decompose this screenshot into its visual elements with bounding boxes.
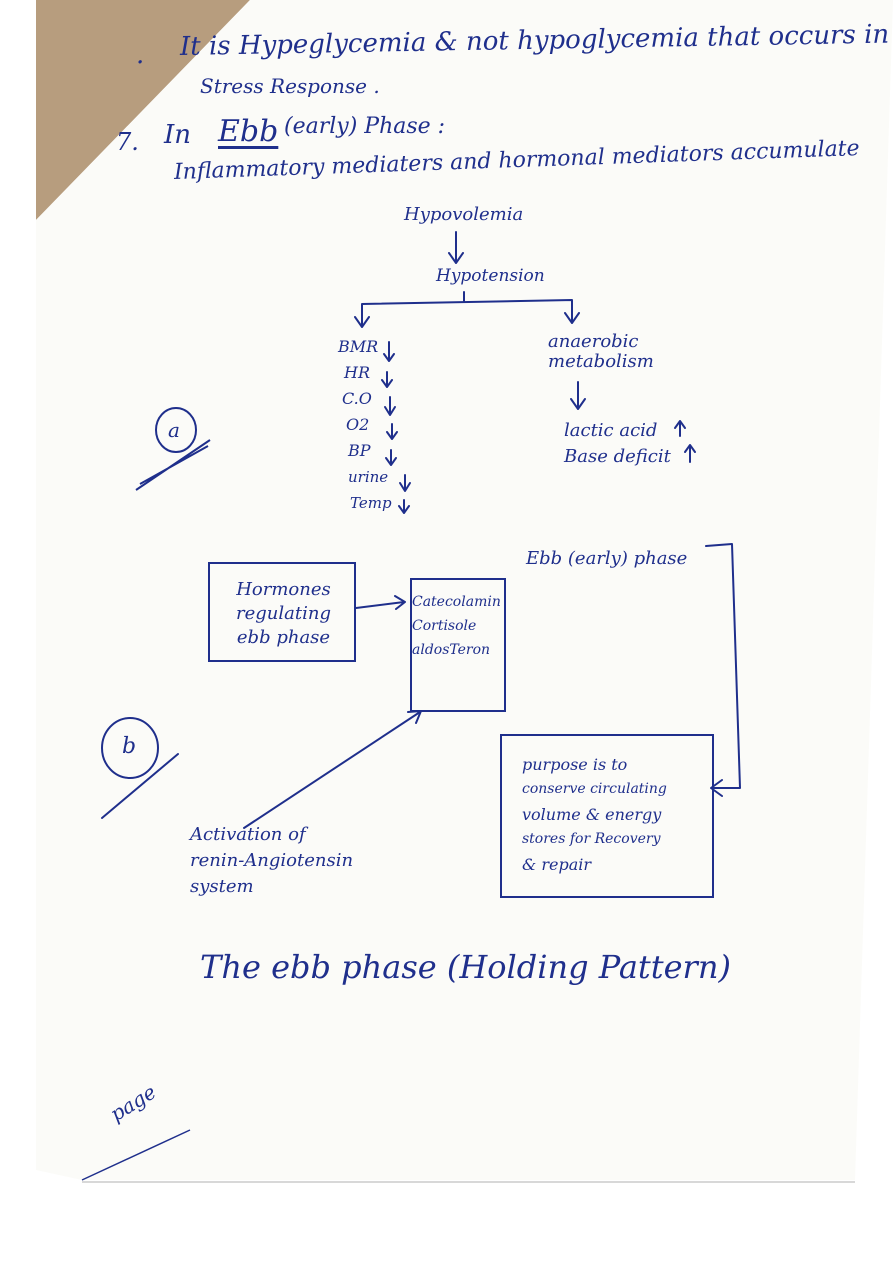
- parameter-list: BMR HR C.O O2 BP urine Temp: [338, 334, 392, 516]
- parameter-co: C.O: [342, 389, 372, 408]
- parameter-urine: urine: [348, 468, 389, 486]
- renin-line-3: system: [190, 876, 254, 897]
- hypotension-label: Hypotension: [436, 266, 545, 286]
- purpose-line-3: volume & energy: [522, 805, 662, 824]
- ebb-phase-title: The ebb phase (Holding Pattern): [200, 948, 731, 986]
- point-7-number: 7.: [116, 128, 139, 156]
- purpose-line-5: & repair: [522, 855, 591, 874]
- ebb-early-phase-label: Ebb (early) phase: [526, 548, 688, 569]
- point-7-lead: In: [164, 120, 192, 150]
- purpose-box: [500, 734, 714, 898]
- arrow-anaerobic-to-lactic: [570, 381, 586, 410]
- lactic-acid-text: lactic acid: [564, 420, 658, 441]
- decrease-arrow-urine: [399, 474, 411, 492]
- purpose-line-1: purpose is to: [522, 755, 628, 774]
- paper-sheet: [36, 0, 893, 1180]
- decrease-arrow-co: [384, 396, 396, 416]
- hormones-box-text: Hormones regulating ebb phase: [236, 578, 331, 650]
- parameter-bp: BP: [348, 441, 371, 460]
- page-note-stroke: [81, 1129, 191, 1181]
- label-b-circle: [101, 717, 159, 779]
- arrow-hormones-to-list: [355, 595, 406, 610]
- label-b-underline: [101, 753, 179, 819]
- decrease-arrow-bp: [385, 449, 397, 466]
- decrease-arrow-temp: [398, 499, 410, 514]
- anaerobic-label: anaerobic metabolism: [548, 332, 654, 372]
- parameter-o2: O2: [346, 415, 370, 434]
- label-b-text: b: [122, 734, 137, 759]
- hormones-box: [208, 562, 356, 662]
- lactic-label: lactic acid Base deficit: [564, 418, 671, 470]
- label-a-circle: [155, 407, 197, 453]
- increase-arrow-base: [684, 444, 696, 463]
- purpose-box-text: purpose is to conserve circulating volum…: [522, 752, 667, 877]
- arrow-hypovolemia-to-hypotension: [448, 231, 464, 264]
- label-a-text: a: [168, 418, 180, 442]
- hormones-line-1: Hormones: [236, 579, 331, 600]
- decrease-arrow-o2: [386, 423, 398, 440]
- purpose-line-2: conserve circulating: [522, 781, 667, 797]
- parameter-temp: Temp: [350, 494, 392, 512]
- aldosterone-text: aldosTeron: [412, 642, 491, 658]
- catecholamine-text: Catecolamin: [412, 594, 501, 610]
- renin-angiotensin-text: Activation of renin-Angiotensin system: [190, 822, 353, 900]
- parameter-bmr: BMR: [338, 337, 379, 356]
- increase-arrow-lactic: [674, 420, 686, 437]
- renin-line-2: renin-Angiotensin: [190, 850, 354, 871]
- header-line-2: Stress Response .: [200, 74, 380, 98]
- decrease-arrow-bmr: [383, 341, 395, 362]
- hypovolemia-label: Hypovolemia: [404, 204, 524, 225]
- arrow-renin-to-list: [243, 710, 422, 829]
- cortisol-text: Cortisole: [412, 618, 477, 634]
- hormones-line-2: regulating: [236, 603, 331, 624]
- base-deficit-text: Base deficit: [564, 446, 671, 467]
- branch-line: [354, 291, 580, 328]
- point-7-rest: (early) Phase :: [284, 114, 446, 139]
- anaerobic-word: anaerobic: [548, 331, 639, 352]
- parameter-hr: HR: [344, 363, 370, 382]
- header-bullet: .: [136, 40, 145, 70]
- purpose-line-4: stores for Recovery: [522, 831, 661, 847]
- renin-line-1: Activation of: [190, 824, 306, 845]
- hormones-line-3: ebb phase: [236, 627, 331, 648]
- metabolism-word: metabolism: [548, 351, 654, 372]
- ebb-phase-connector: [705, 543, 741, 797]
- label-a-underline: [135, 439, 211, 491]
- hormones-list-text: Catecolamin Cortisole aldosTeron: [412, 590, 501, 662]
- point-7-ebb: Ebb: [218, 114, 279, 149]
- decrease-arrow-hr: [381, 371, 393, 388]
- hormones-list-box: [410, 578, 506, 712]
